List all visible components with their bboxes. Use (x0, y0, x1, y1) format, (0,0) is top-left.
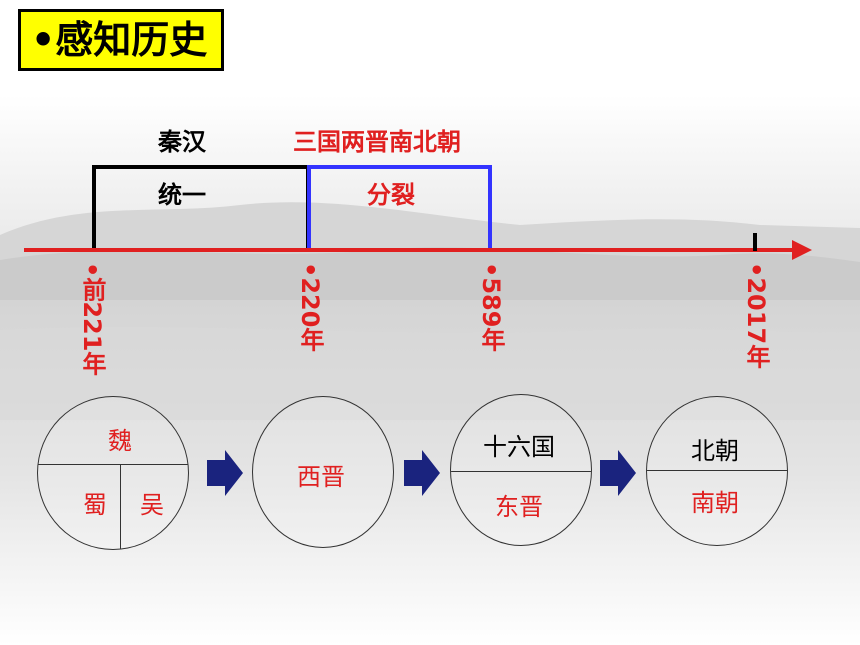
divided-label: 分裂 (367, 181, 415, 209)
circle-western-jin: 西晋 (252, 396, 394, 548)
arrow-right-icon (600, 450, 636, 496)
northern-dynasties: 北朝 (691, 437, 739, 465)
arrow-right-icon (404, 450, 440, 496)
arrow-right-icon (207, 450, 243, 496)
unified-period-name: 秦汉 (158, 128, 206, 156)
kingdom-wu: 吴 (140, 491, 164, 519)
eastern-jin: 东晋 (495, 493, 543, 521)
circle-divider-horizontal (647, 470, 787, 471)
circle-divider-horizontal (451, 471, 591, 472)
divided-period-name: 三国两晋南北朝 (293, 128, 461, 156)
western-jin: 西晋 (297, 463, 345, 491)
kingdom-wei: 魏 (108, 427, 132, 455)
circle-three-kingdoms: 魏 蜀 吴 (37, 396, 189, 550)
timeline-label-221bc: •前221年 (78, 262, 106, 376)
timeline-arrowhead (792, 240, 812, 260)
circle-divider-vertical (120, 464, 121, 549)
page-title: •感知历史 (18, 9, 224, 71)
circle-sixteen-kingdoms: 十六国 东晋 (450, 394, 592, 546)
southern-dynasties: 南朝 (691, 489, 739, 517)
timeline-label-220: •220年 (296, 262, 324, 352)
divided-bracket (307, 165, 492, 250)
timeline-label-589: •589年 (477, 262, 505, 352)
circle-northern-southern-dynasties: 北朝 南朝 (646, 396, 788, 546)
kingdom-shu: 蜀 (83, 491, 107, 519)
unified-label: 统一 (158, 181, 206, 209)
circle-divider-horizontal (38, 464, 188, 465)
sixteen-kingdoms: 十六国 (483, 433, 555, 461)
timeline-label-2017: •2017年 (742, 262, 770, 369)
